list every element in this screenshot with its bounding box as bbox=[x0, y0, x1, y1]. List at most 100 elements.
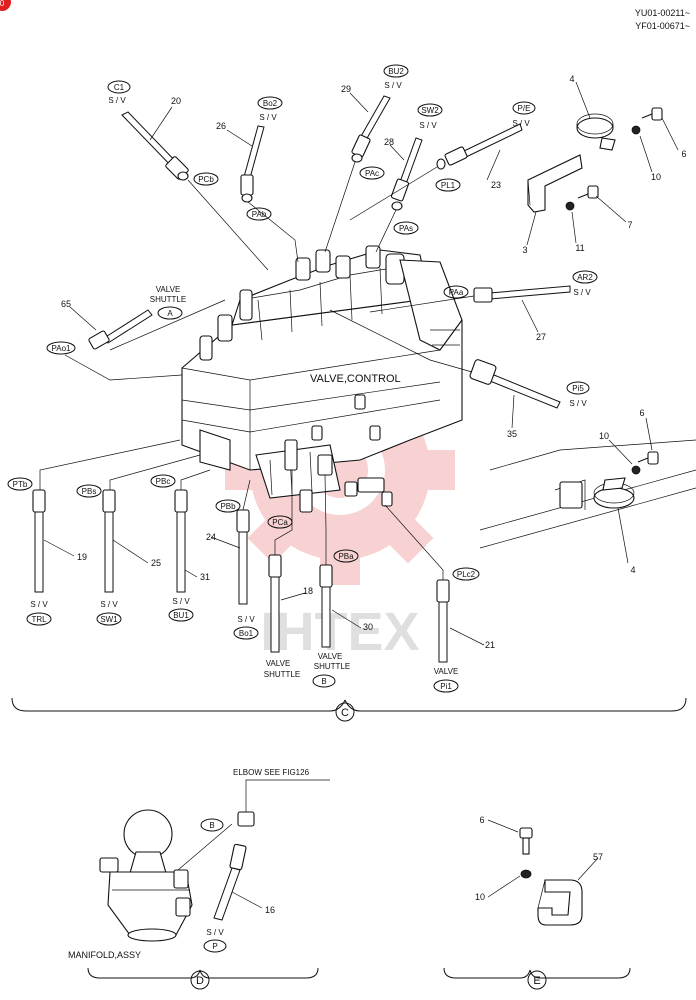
brace-e: E bbox=[443, 967, 631, 990]
svg-text:PTb: PTb bbox=[13, 480, 28, 489]
svg-text:PAs: PAs bbox=[399, 224, 413, 233]
hose-35 bbox=[329, 309, 561, 409]
hose-29 bbox=[324, 95, 391, 253]
svg-text:P: P bbox=[212, 942, 217, 951]
svg-text:PL1: PL1 bbox=[441, 181, 456, 190]
svg-text:26: 26 bbox=[216, 121, 226, 131]
svg-text:6: 6 bbox=[681, 149, 686, 159]
leader-lines bbox=[43, 81, 679, 909]
svg-text:10: 10 bbox=[599, 431, 609, 441]
svg-text:29: 29 bbox=[341, 84, 351, 94]
svg-text:SHUTTLE: SHUTTLE bbox=[314, 662, 350, 671]
svg-text:PAo1: PAo1 bbox=[52, 344, 72, 353]
hose-25 bbox=[102, 454, 201, 593]
serial-range-2: YF01-00671~ bbox=[635, 21, 690, 31]
svg-text:23: 23 bbox=[491, 180, 501, 190]
svg-text:S / V: S / V bbox=[206, 928, 224, 937]
hose-19 bbox=[32, 439, 181, 593]
svg-text:11: 11 bbox=[575, 243, 584, 253]
tag-pl1: PL1 bbox=[435, 178, 461, 192]
tag-pcb: PCb bbox=[193, 172, 219, 186]
svg-text:57: 57 bbox=[593, 852, 603, 862]
svg-text:3: 3 bbox=[522, 245, 527, 255]
svg-text:6: 6 bbox=[639, 408, 644, 418]
svg-text:S / V: S / V bbox=[573, 288, 591, 297]
svg-text:PCa: PCa bbox=[272, 518, 288, 527]
part-numbers: 20 26 29 28 23 4 6 10 7 11 3 65 27 35 6 … bbox=[61, 74, 687, 915]
hose-30 bbox=[319, 474, 333, 648]
clamp-4-top bbox=[576, 113, 616, 151]
tag-pbb: PBb bbox=[215, 499, 241, 513]
clamp-4-mid bbox=[593, 477, 635, 509]
serial-range-1: YU01-00211~ bbox=[635, 8, 690, 18]
tag-ptb: PTb bbox=[7, 477, 33, 491]
washer-10-e bbox=[520, 869, 532, 879]
svg-text:SW1: SW1 bbox=[100, 615, 118, 624]
tag-d-b: B bbox=[200, 818, 224, 832]
valve-fittings bbox=[284, 394, 393, 513]
svg-text:PLc2: PLc2 bbox=[457, 570, 476, 579]
hose-24 bbox=[236, 479, 251, 605]
svg-text:10: 10 bbox=[651, 172, 661, 182]
svg-text:16: 16 bbox=[265, 905, 275, 915]
brace-c: C bbox=[11, 697, 687, 722]
svg-text:24: 24 bbox=[206, 532, 216, 542]
brace-d: D bbox=[87, 967, 319, 990]
bracket-3 bbox=[527, 154, 583, 213]
tag-pba: PBa bbox=[333, 549, 359, 563]
hose-28 bbox=[375, 137, 423, 253]
svg-text:7: 7 bbox=[627, 220, 632, 230]
svg-text:S / V: S / V bbox=[100, 600, 118, 609]
tag-plc2: PLc2 bbox=[452, 567, 480, 581]
valve-control-label: VALVE,CONTROL bbox=[310, 373, 401, 385]
tag-bu1: S / V BU1 bbox=[168, 597, 194, 622]
tag-p: S / V P bbox=[203, 928, 227, 953]
svg-text:SHUTTLE: SHUTTLE bbox=[150, 295, 186, 304]
hose-31 bbox=[174, 469, 211, 593]
svg-text:20: 20 bbox=[171, 96, 181, 106]
svg-text:S / V: S / V bbox=[172, 597, 190, 606]
watermark-text: IHTEX bbox=[260, 602, 419, 662]
washer-10-top bbox=[631, 125, 641, 135]
tag-valve-shuttle-b: VALVE SHUTTLE B bbox=[312, 652, 350, 688]
bolt-6-e bbox=[519, 827, 533, 855]
svg-text:TRL: TRL bbox=[31, 615, 47, 624]
tag-trl: S / V TRL bbox=[26, 600, 52, 626]
svg-text:C: C bbox=[341, 707, 349, 719]
svg-text:19: 19 bbox=[77, 552, 87, 562]
tag-pas: PAs bbox=[393, 221, 419, 235]
hose-23 bbox=[349, 123, 523, 221]
svg-text:AR2: AR2 bbox=[577, 273, 593, 282]
tag-pi1: VALVE Pi1 bbox=[433, 667, 459, 693]
svg-text:BU2: BU2 bbox=[388, 67, 404, 76]
svg-text:4: 4 bbox=[569, 74, 574, 84]
svg-text:C1: C1 bbox=[114, 83, 125, 92]
tag-pbs: PBs bbox=[76, 484, 102, 498]
svg-text:PBa: PBa bbox=[338, 552, 354, 561]
tag-sw1: S / V SW1 bbox=[96, 600, 122, 626]
tag-pab: PAb bbox=[246, 207, 272, 221]
hose-20 bbox=[121, 111, 269, 271]
svg-text:SHUTTLE: SHUTTLE bbox=[264, 670, 300, 679]
svg-text:28: 28 bbox=[384, 137, 394, 147]
svg-text:S / V: S / V bbox=[419, 121, 437, 130]
svg-text:S / V: S / V bbox=[237, 615, 255, 624]
svg-text:PBs: PBs bbox=[82, 487, 97, 496]
bolt-6-mid bbox=[637, 451, 659, 465]
svg-text:VALVE: VALVE bbox=[266, 659, 291, 668]
tag-pac: PAc bbox=[359, 166, 385, 180]
tag-pca: PCa bbox=[267, 515, 293, 529]
hose-26 bbox=[240, 125, 299, 263]
svg-text:Pi1: Pi1 bbox=[440, 682, 452, 691]
hose-16 bbox=[213, 843, 247, 921]
svg-text:6: 6 bbox=[479, 815, 484, 825]
corner-marker: 0 bbox=[0, 0, 11, 11]
svg-text:VALVE: VALVE bbox=[156, 285, 181, 294]
svg-text:PBb: PBb bbox=[220, 502, 236, 511]
tag-bo1: S / V Bo1 bbox=[233, 615, 259, 640]
svg-text:S / V: S / V bbox=[30, 600, 48, 609]
elbow-fitting bbox=[177, 779, 330, 871]
svg-text:21: 21 bbox=[485, 640, 495, 650]
svg-text:S / V: S / V bbox=[512, 119, 530, 128]
